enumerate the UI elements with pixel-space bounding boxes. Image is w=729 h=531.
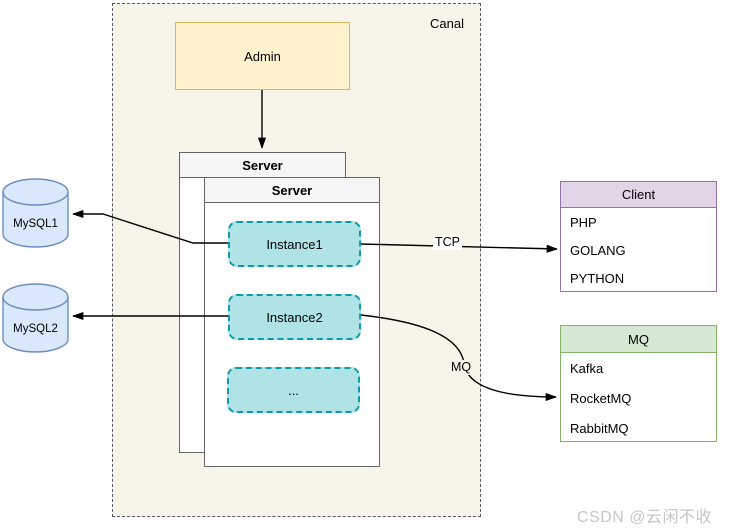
admin-node: Admin — [175, 22, 350, 90]
client-item-php: PHP — [570, 214, 597, 230]
client-item-python: PYTHON — [570, 270, 625, 286]
mq-node: MQ Kafka RocketMQ RabbitMQ — [560, 325, 717, 442]
tcp-edge-label: TCP — [433, 235, 462, 250]
server-front-title: Server — [205, 178, 379, 203]
mysql1-label: MySQL1 — [13, 218, 58, 230]
instance1-node: Instance1 — [228, 221, 361, 267]
canal-label: Canal — [430, 16, 464, 31]
mq-item-kafka: Kafka — [570, 360, 604, 376]
mq-item-rocketmq: RocketMQ — [570, 390, 632, 406]
client-node: Client PHP GOLANG PYTHON — [560, 181, 717, 292]
mq-title: MQ — [561, 326, 716, 353]
mysql2-node: MySQL2 — [2, 283, 69, 353]
instance1-label: Instance1 — [266, 236, 323, 252]
instance2-node: Instance2 — [228, 294, 361, 340]
database-cylinder-icon — [2, 178, 69, 248]
instance2-label: Instance2 — [266, 309, 323, 325]
mq-item-rabbitmq: RabbitMQ — [570, 420, 629, 436]
instance-more-node: ... — [227, 367, 360, 413]
admin-label: Admin — [244, 48, 281, 64]
mysql2-label: MySQL2 — [13, 323, 58, 335]
mysql1-node: MySQL1 — [2, 178, 69, 248]
server-back-title: Server — [180, 153, 345, 178]
database-cylinder-icon — [2, 283, 69, 353]
instance-more-label: ... — [288, 382, 299, 398]
client-item-golang: GOLANG — [570, 242, 626, 258]
watermark-text: CSDN @云闲不收 — [577, 509, 713, 526]
client-title: Client — [561, 182, 716, 208]
mq-edge-label: MQ — [449, 360, 474, 375]
